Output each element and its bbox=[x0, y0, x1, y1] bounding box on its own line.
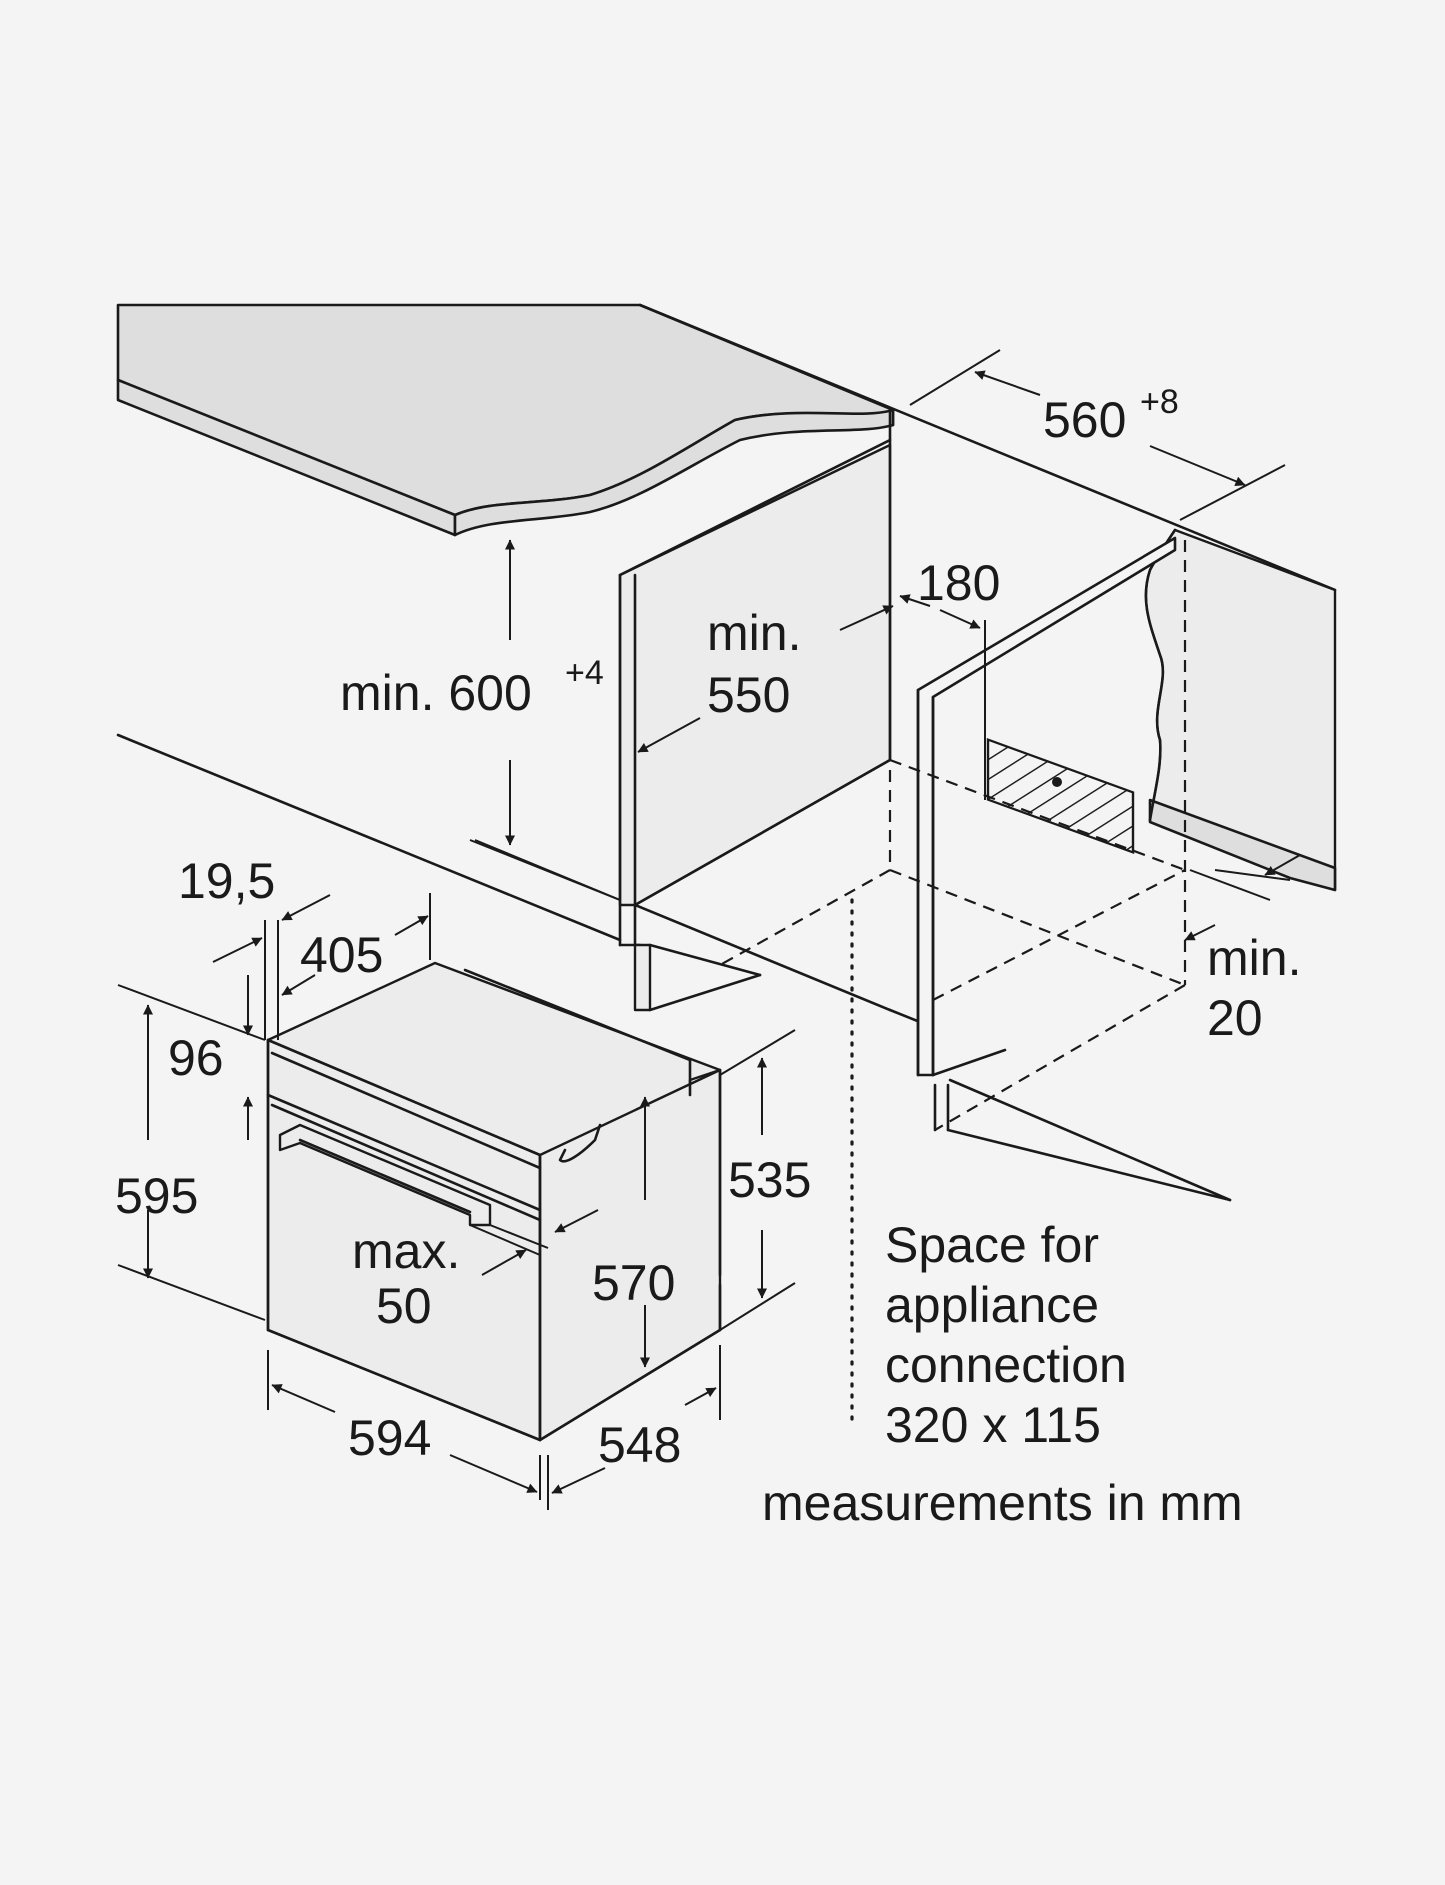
dimension-lines bbox=[117, 349, 1301, 1510]
label-min-550-b: 550 bbox=[707, 667, 790, 723]
label-max-50-a: max. bbox=[352, 1223, 460, 1279]
label-min-600-tolerance: +4 bbox=[565, 654, 604, 692]
label-405: 405 bbox=[300, 927, 383, 983]
label-min-600: min. 600 bbox=[340, 665, 532, 721]
label-min-550-a: min. bbox=[707, 605, 801, 661]
label-96: 96 bbox=[168, 1030, 224, 1086]
label-min-20-a: min. bbox=[1207, 930, 1301, 986]
label-535: 535 bbox=[728, 1152, 811, 1208]
label-19-5: 19,5 bbox=[178, 853, 275, 909]
units-note: measurements in mm bbox=[762, 1475, 1243, 1531]
countertop bbox=[116, 303, 1337, 592]
label-570: 570 bbox=[592, 1255, 675, 1311]
label-560-tolerance: +8 bbox=[1140, 383, 1179, 421]
label-min-20-b: 20 bbox=[1207, 990, 1263, 1046]
vent-opening bbox=[986, 737, 1135, 855]
oven bbox=[266, 961, 722, 1442]
label-548: 548 bbox=[598, 1417, 681, 1473]
label-max-50-b: 50 bbox=[376, 1278, 432, 1334]
connection-note-line-4: 320 x 115 bbox=[885, 1397, 1101, 1453]
label-180: 180 bbox=[917, 555, 1000, 611]
hidden-geometry bbox=[719, 540, 1187, 1422]
label-594: 594 bbox=[348, 1410, 431, 1466]
label-595: 595 bbox=[115, 1168, 198, 1224]
connection-note-line-3: connection bbox=[885, 1337, 1127, 1393]
right-wall-panel bbox=[1144, 528, 1337, 892]
connection-note-line-2: appliance bbox=[885, 1277, 1099, 1333]
cabinet-left-side bbox=[618, 408, 892, 1012]
socket-dot bbox=[1052, 777, 1062, 787]
label-560: 560 bbox=[1043, 392, 1126, 448]
connection-note-line-1: Space for bbox=[885, 1217, 1099, 1273]
